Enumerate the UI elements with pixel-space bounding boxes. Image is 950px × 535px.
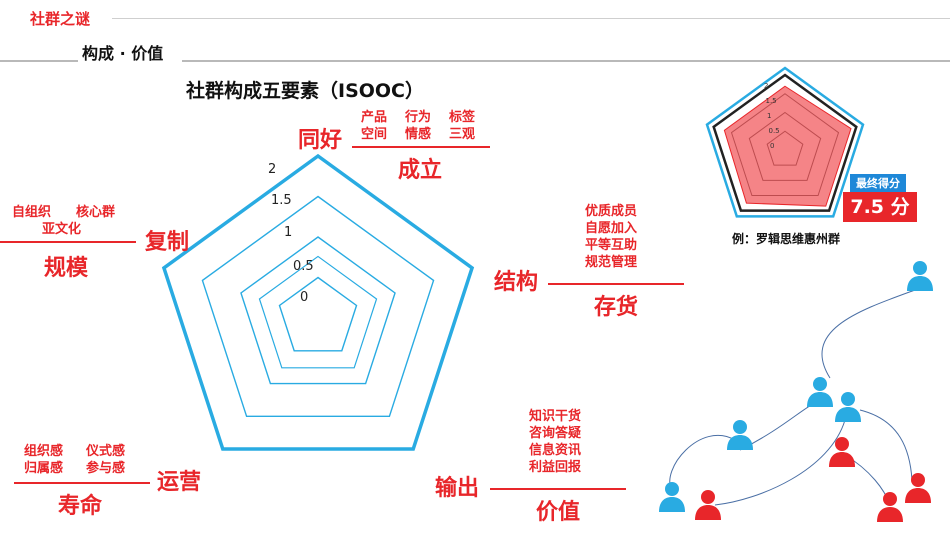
tick-label: 2 [268, 162, 277, 177]
item: 规范管理 [585, 255, 638, 270]
item: 仪式感 [86, 444, 126, 459]
axis-items-yunying: 组织感 仪式感 归属感 参与感 [24, 443, 154, 477]
axis-items-jiegou: 优质成员 自愿加入 平等互助 规范管理 [585, 203, 665, 271]
item: 空间 [361, 127, 388, 142]
underline-yunying [14, 482, 150, 484]
item: 优质成员 [585, 204, 638, 219]
main-radar-ring [258, 255, 378, 369]
axis-items-tonghao: 产品 行为 标签 空间 情感 三观 [361, 109, 491, 143]
item: 产品 [361, 110, 388, 125]
item: 利益回报 [529, 460, 582, 475]
axis-result-jiegou: 存货 [594, 295, 639, 320]
person-icon [905, 260, 935, 292]
underline-fuzhi [0, 241, 136, 243]
network-link [859, 409, 913, 481]
main-radar-ring [278, 276, 358, 352]
person-icon [833, 391, 863, 423]
item: 情感 [405, 127, 432, 142]
axis-name-fuzhi: 复制 [145, 230, 190, 255]
example-radar-frame [705, 66, 865, 218]
brand-title: 社群之谜 [30, 10, 91, 28]
tick-label: 1.5 [271, 193, 292, 208]
item: 标签 [449, 110, 476, 125]
underline-tonghao [352, 146, 490, 148]
axis-items-fuzhi: 自组织 核心群 亚文化 [12, 204, 142, 238]
item: 归属感 [24, 461, 64, 476]
tick-label: 0 [300, 290, 309, 305]
header-rule-right [182, 60, 950, 62]
network-links [669, 289, 916, 506]
underline-jiegou [548, 283, 684, 285]
example-radar-fill [723, 85, 852, 207]
person-icon [657, 481, 687, 513]
header-rule-top [112, 18, 950, 19]
example-tick-label: 2 [764, 82, 769, 90]
diagram-title: 社群构成五要素（ISOOC） [186, 80, 425, 102]
header-rule-left [0, 60, 78, 62]
axis-result-tonghao: 成立 [398, 158, 443, 183]
person-icon [805, 376, 835, 408]
item: 平等互助 [585, 238, 638, 253]
tick-label: 0.5 [293, 259, 314, 274]
item: 亚文化 [42, 222, 82, 237]
item: 自组织 [12, 205, 52, 220]
axis-name-tonghao: 同好 [298, 128, 343, 153]
item: 行为 [405, 110, 432, 125]
person-icon [725, 419, 755, 451]
item: 咨询答疑 [529, 426, 582, 441]
main-radar-rings [161, 153, 475, 451]
network-link [714, 419, 846, 506]
score-value: 7.5 分 [843, 192, 917, 222]
example-tick-label: 0.5 [768, 127, 780, 135]
example-tick-label: 1 [767, 112, 772, 120]
person-icon [903, 472, 933, 504]
person-icon [693, 489, 723, 521]
axis-name-yunying: 运营 [157, 470, 202, 495]
person-icon [875, 491, 905, 523]
item: 三观 [449, 127, 476, 142]
score-label: 最终得分 [850, 174, 906, 192]
item: 自愿加入 [585, 221, 638, 236]
example-caption: 例：罗辑思维惠州群 [732, 232, 841, 246]
underline-shuchu [490, 488, 626, 490]
example-tick-label: 1.5 [765, 97, 777, 105]
item: 组织感 [24, 444, 64, 459]
axis-name-shuchu: 输出 [435, 476, 480, 501]
main-radar-ring [240, 236, 396, 385]
example-radar-ring [712, 73, 858, 212]
section-title: 构成 · 价值 [82, 44, 164, 63]
item: 核心群 [76, 205, 116, 220]
main-radar-ring [161, 153, 475, 451]
axis-name-jiegou: 结构 [494, 270, 539, 295]
axis-items-shuchu: 知识干货 咨询答疑 信息资讯 利益回报 [529, 408, 609, 476]
example-tick-label: 0 [770, 142, 775, 150]
item: 信息资讯 [529, 443, 582, 458]
item: 知识干货 [529, 409, 582, 424]
axis-result-fuzhi: 规模 [44, 256, 89, 281]
main-radar-ring [201, 195, 435, 417]
axis-result-shuchu: 价值 [536, 500, 581, 525]
network-link [821, 289, 916, 379]
item: 参与感 [86, 461, 126, 476]
axis-result-yunying: 寿命 [58, 494, 103, 519]
person-icon [827, 436, 857, 468]
tick-label: 1 [284, 225, 293, 240]
